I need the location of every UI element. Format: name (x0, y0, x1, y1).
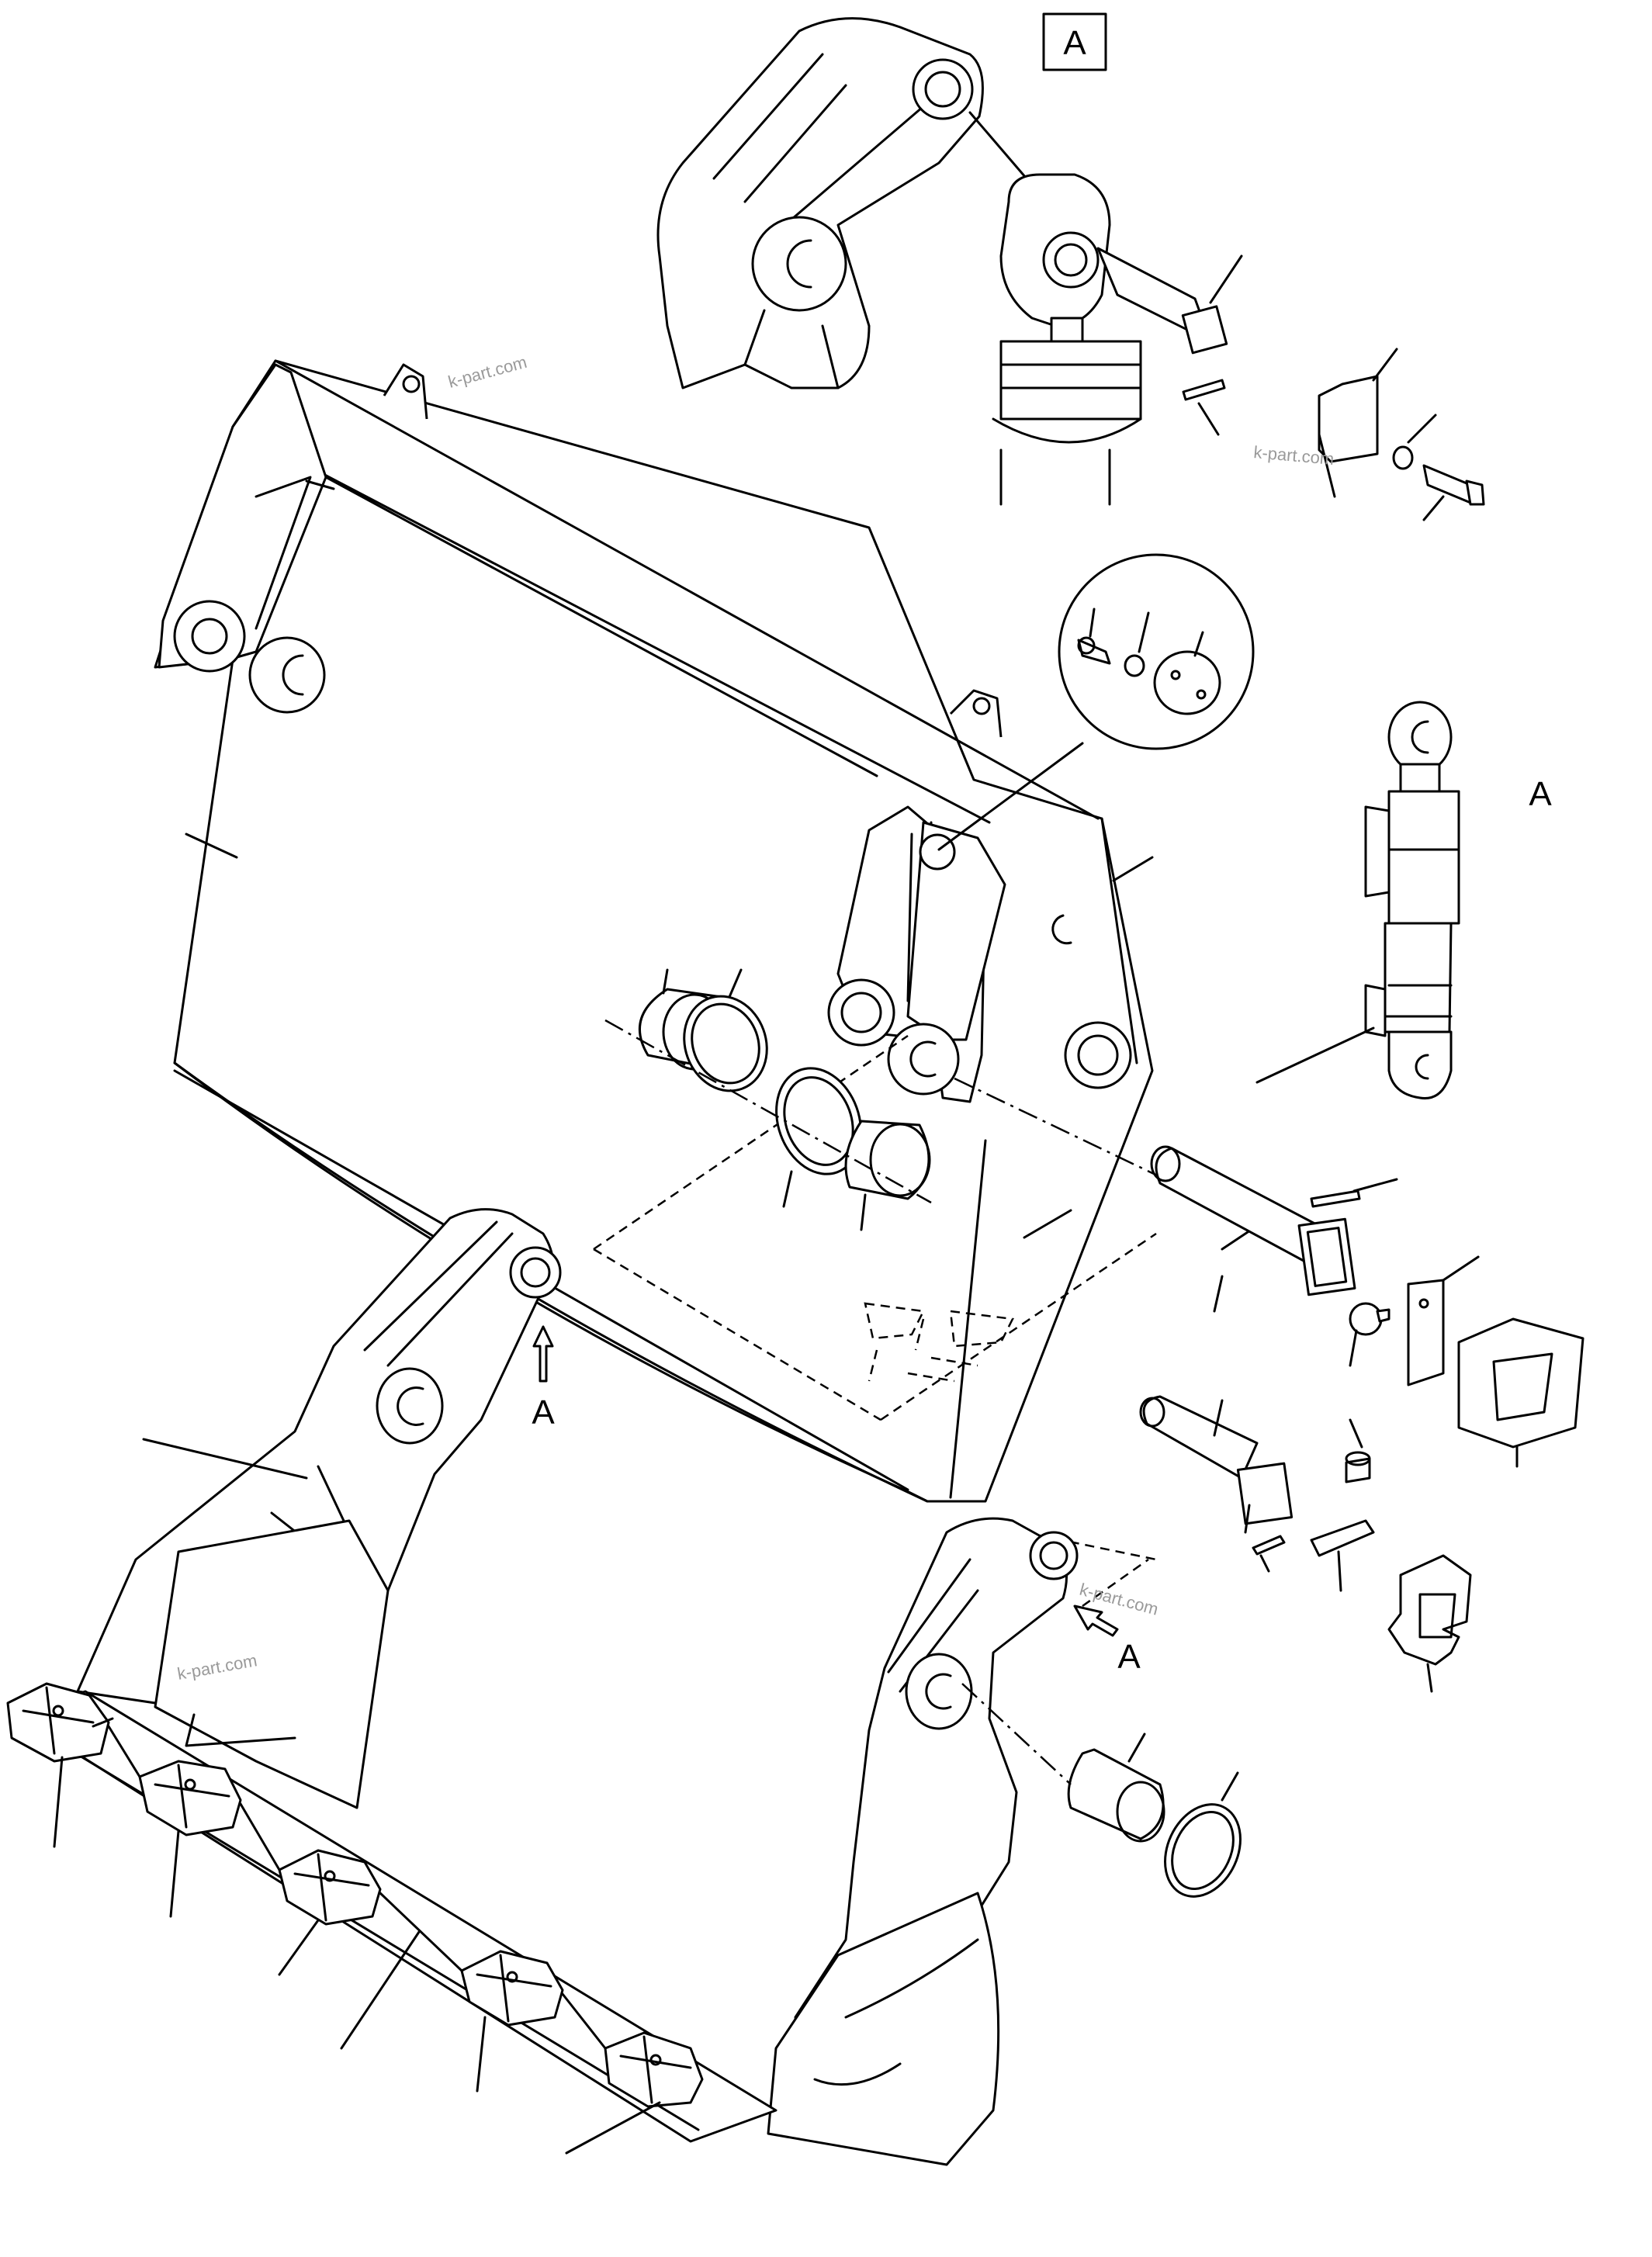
seal-ring-lower-right (1164, 1771, 1242, 1898)
detail-circle-shim (937, 553, 1255, 851)
tooth-3 (278, 1849, 382, 1926)
key-right-2 (1252, 1535, 1286, 1556)
retainer-block-upper (1457, 1317, 1584, 1468)
view-arrow-left-label: A (532, 1393, 555, 1431)
main-pin-upper (1150, 1026, 1375, 1313)
hydraulic-cylinder (1364, 701, 1460, 1100)
tooth-2 (138, 1760, 242, 1836)
view-arrow-right-label: A (1117, 1638, 1141, 1676)
tooth-1 (6, 1682, 114, 1763)
key-right-1 (1310, 1189, 1361, 1208)
small-key-top (1182, 379, 1226, 401)
watermark-1: k-part.com (446, 352, 529, 392)
seal-ring-left-1 (683, 968, 768, 1092)
cylinder-rod-eye (992, 173, 1142, 506)
boxed-view-label-frame (1042, 12, 1107, 71)
view-arrow-right: A (1073, 1604, 1141, 1676)
tooth-5 (604, 2031, 704, 2108)
tooth-4 (460, 1950, 564, 2027)
seal-ring-left-2 (775, 1067, 862, 1208)
cap-screw-lower (1345, 1418, 1371, 1483)
bucket-teeth (6, 1682, 704, 2108)
link-arm-part (656, 17, 984, 389)
lock-plate-right (1407, 1255, 1480, 1386)
hidden-lines (593, 1034, 1157, 1421)
view-arrow-left: A (532, 1325, 555, 1431)
bushing-lower-right (1067, 1733, 1165, 1843)
retainer-block-lower (1387, 1554, 1472, 1693)
bolt-top (1422, 464, 1485, 521)
cylinder-view-label: A (1529, 775, 1552, 813)
wear-plate-lower (1310, 1519, 1375, 1592)
lock-plate-top (1318, 348, 1398, 498)
main-pin-lower (1139, 1395, 1294, 1534)
washer-top (1392, 445, 1414, 470)
cap-screw-upper (1349, 1302, 1391, 1367)
boxed-view-label: A (1063, 24, 1086, 62)
bucket-body (154, 359, 1154, 1503)
cylinder-pin (1096, 247, 1243, 355)
bushing-left-2 (844, 1120, 931, 1231)
